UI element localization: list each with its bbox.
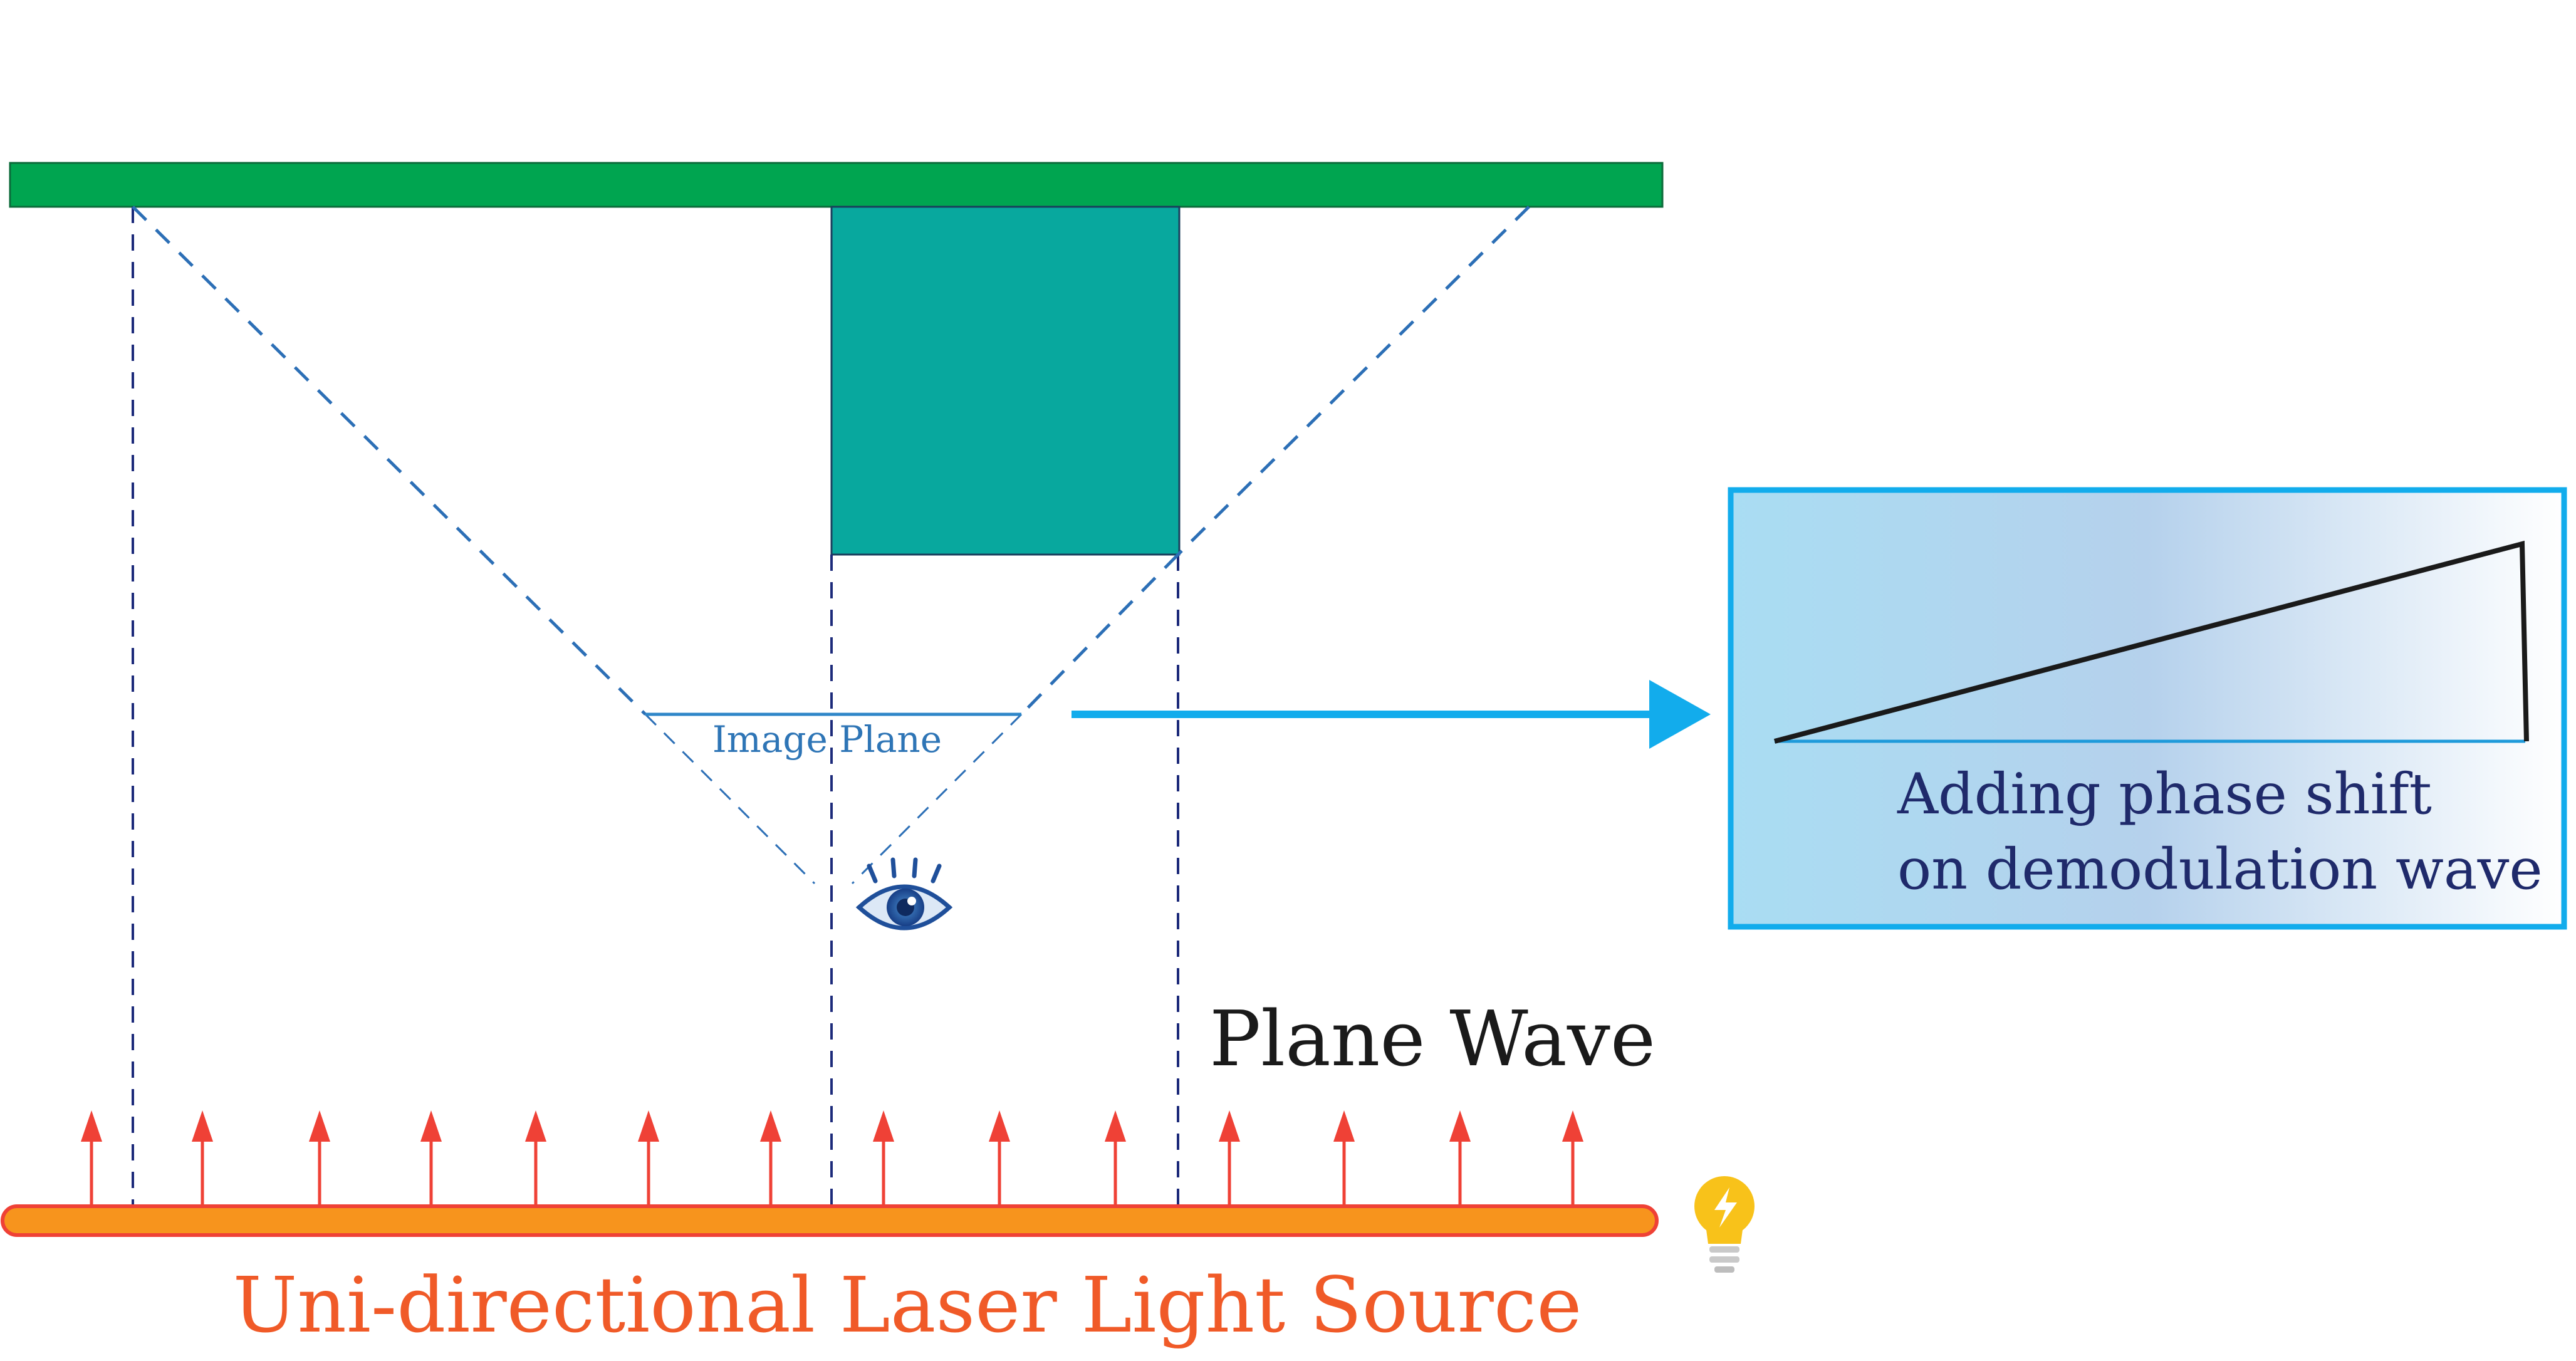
image-plane-label: Image Plane [712, 718, 942, 761]
plane-wave-label: Plane Wave [1209, 994, 1656, 1083]
wave-arrow [638, 1110, 659, 1206]
phase-ramp [1773, 540, 2529, 744]
wave-arrow [1449, 1110, 1471, 1206]
wave-arrow [1105, 1110, 1126, 1206]
wave-arrow [1562, 1110, 1583, 1206]
wave-arrow [81, 1110, 102, 1206]
lightbulb-icon [1694, 1176, 1755, 1273]
phase-shift-panel: Adding phase shift on demodulation wave [1728, 487, 2567, 930]
wave-arrow [309, 1110, 330, 1206]
view-cone-lines-near [644, 713, 1023, 885]
plane-wave-arrows [81, 1110, 1583, 1206]
phase-shift-text-line1: Adding phase shift [1897, 761, 2432, 827]
object-block [830, 206, 1181, 556]
wave-arrow [1219, 1110, 1240, 1206]
phase-shift-panel-box [1728, 487, 2567, 930]
cone-line-right-lower [851, 713, 1023, 885]
view-cone-lines [132, 206, 1530, 716]
vertical-projection-lines [132, 207, 1179, 1206]
wave-arrow [760, 1110, 781, 1206]
wave-arrow [192, 1110, 213, 1206]
right-arrow-icon [1072, 680, 1711, 749]
wave-arrow [873, 1110, 894, 1206]
cone-line-right-upper [1177, 206, 1530, 556]
cone-line-right-middle [1020, 553, 1179, 716]
wave-arrow [525, 1110, 546, 1206]
phase-shift-text-line2: on demodulation wave [1897, 837, 2543, 902]
eye-icon [855, 857, 953, 931]
light-source-label: Uni-directional Laser Light Source [233, 1261, 1582, 1350]
cone-line-left-upper [132, 206, 647, 716]
cone-line-left-lower [644, 713, 816, 885]
laser-light-source-bar [1, 1204, 1659, 1237]
wave-arrow [989, 1110, 1010, 1206]
wave-arrow [420, 1110, 442, 1206]
top-reference-bar [9, 162, 1664, 208]
wave-arrow [1333, 1110, 1355, 1206]
